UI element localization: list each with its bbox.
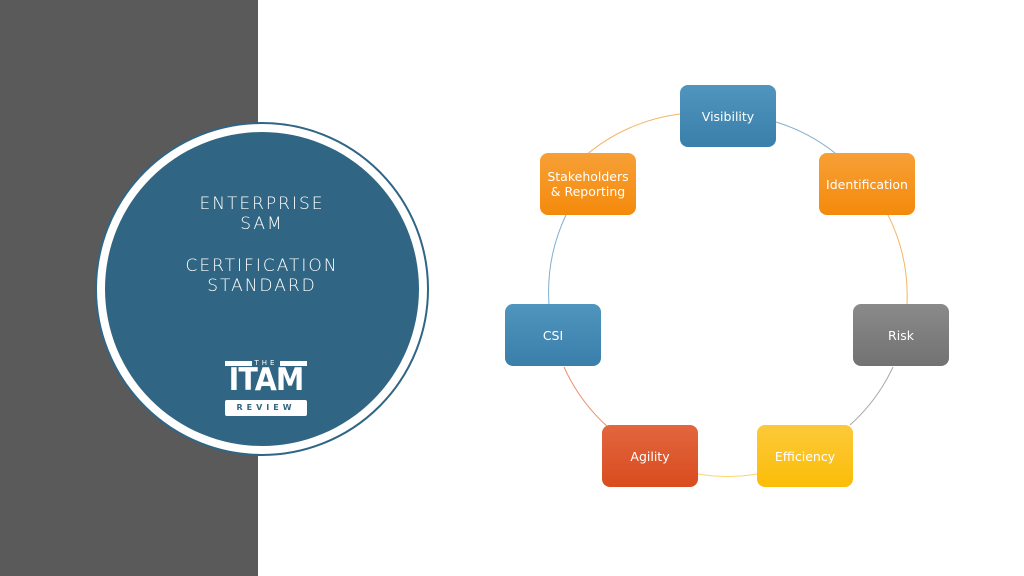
connector-csi-stakeholders xyxy=(548,214,567,305)
badge-title-line4: STANDARD xyxy=(207,276,317,296)
cycle-node-identification: Identification xyxy=(819,153,915,215)
connector-identification-risk xyxy=(887,214,908,305)
cycle-node-efficiency: Efficiency xyxy=(757,425,853,487)
logo-bar-right xyxy=(280,361,307,366)
badge-title-line2: SAM xyxy=(240,214,284,234)
cycle-node-csi: CSI xyxy=(505,304,601,366)
logo-itam-text: ITAM xyxy=(228,362,305,398)
cycle-node-agility: Agility xyxy=(602,425,698,487)
certification-badge: ENTERPRISE SAM CERTIFICATION STANDARD TH… xyxy=(95,122,429,456)
badge-circle: ENTERPRISE SAM CERTIFICATION STANDARD TH… xyxy=(105,132,419,446)
connector-agility-csi xyxy=(563,366,616,434)
cycle-node-visibility: Visibility xyxy=(680,85,776,147)
itam-review-logo: THE ITAM REVIEW xyxy=(225,360,307,420)
logo-the-row: THE xyxy=(225,360,307,367)
badge-title-line3: CERTIFICATION xyxy=(185,256,339,276)
connector-risk-efficiency xyxy=(849,366,894,426)
badge-title-line1: ENTERPRISE xyxy=(199,194,325,214)
connector-stakeholders-visibility xyxy=(584,113,681,157)
connector-efficiency-agility xyxy=(697,473,758,477)
cycle-node-stakeholders-reporting: Stakeholders & Reporting xyxy=(540,153,636,215)
cycle-node-risk: Risk xyxy=(853,304,949,366)
connector-visibility-identification xyxy=(775,121,836,154)
logo-review-text: REVIEW xyxy=(225,400,307,416)
logo-the-text: THE xyxy=(254,359,278,367)
logo-bar-left xyxy=(225,361,252,366)
